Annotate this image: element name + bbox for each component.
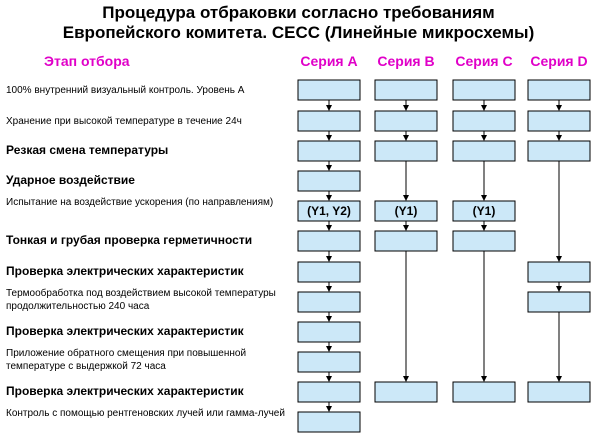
step-box-rect [452, 381, 516, 403]
step-box-a [297, 230, 361, 252]
title-line-1: Процедура отбраковки согласно требования… [102, 3, 495, 22]
step-label: Приложение обратного смещения при повыше… [6, 348, 247, 372]
step-box-b [374, 110, 438, 132]
step-label: Ударное воздействие [6, 173, 135, 187]
step-box-c [452, 79, 516, 101]
step-box-a: (Y1, Y2) [297, 200, 361, 222]
step-box-rect [452, 230, 516, 252]
step-box-label: (Y1, Y2) [307, 204, 351, 218]
step-box-rect [297, 351, 361, 373]
step-box-rect [452, 110, 516, 132]
step-box-a [297, 110, 361, 132]
step-box-d [527, 110, 591, 132]
step-label: Проверка электрических характеристик [6, 324, 244, 338]
step-box-a [297, 411, 361, 433]
step-box-b [374, 230, 438, 252]
step-box-label: (Y1) [473, 204, 496, 218]
step-box-a [297, 351, 361, 373]
series-header-c: Серия C [455, 53, 513, 69]
step-box-rect [527, 261, 591, 283]
step-box-rect [297, 200, 361, 222]
step-box-rect [297, 381, 361, 403]
step-box-label: (Y1) [395, 204, 418, 218]
step-box-c [452, 230, 516, 252]
step-box-a [297, 79, 361, 101]
diagram-title: Процедура отбраковки согласно требования… [0, 3, 597, 43]
step-box-rect [452, 140, 516, 162]
step-box-rect [374, 140, 438, 162]
step-box-b [374, 140, 438, 162]
step-box-d [527, 381, 591, 403]
step-box-rect [297, 261, 361, 283]
step-label: Тонкая и грубая проверка герметичности [6, 233, 253, 247]
step-label: Термообработка под воздействием высокой … [6, 288, 276, 312]
step-label: Проверка электрических характеристик [6, 264, 244, 278]
step-box-rect [527, 79, 591, 101]
step-box-rect [297, 411, 361, 433]
step-box-rect [527, 291, 591, 313]
step-box-rect [374, 79, 438, 101]
step-box-a [297, 170, 361, 192]
step-box-rect [527, 381, 591, 403]
step-box-rect [297, 110, 361, 132]
step-box-a [297, 381, 361, 403]
step-box-c: (Y1) [452, 200, 516, 222]
series-header-a: Серия A [300, 53, 358, 69]
step-box-rect [374, 230, 438, 252]
step-box-b [374, 381, 438, 403]
stage-column-header: Этап отбора [44, 53, 130, 69]
step-box-rect [297, 79, 361, 101]
step-box-d [527, 140, 591, 162]
step-box-rect [374, 381, 438, 403]
step-label: Контроль с помощью рентгеновских лучей и… [6, 408, 285, 419]
step-label: Проверка электрических характеристик [6, 384, 244, 398]
step-box-rect [374, 110, 438, 132]
step-label: 100% внутренний визуальный контроль. Уро… [6, 85, 245, 96]
step-box-d [527, 261, 591, 283]
step-box-rect [527, 140, 591, 162]
step-box-b: (Y1) [374, 200, 438, 222]
step-box-rect [297, 140, 361, 162]
step-label: Резкая смена температуры [6, 143, 169, 157]
step-label: Хранение при высокой температуре в течен… [6, 116, 242, 127]
step-box-b [374, 79, 438, 101]
step-box-rect [374, 200, 438, 222]
step-box-rect [297, 230, 361, 252]
step-box-c [452, 110, 516, 132]
step-box-rect [297, 321, 361, 343]
step-box-a [297, 140, 361, 162]
step-box-c [452, 140, 516, 162]
step-box-d [527, 291, 591, 313]
step-box-rect [527, 110, 591, 132]
step-label: Испытание на воздействие ускорения (по н… [6, 197, 274, 208]
series-header-d: Серия D [530, 53, 588, 69]
step-box-a [297, 261, 361, 283]
step-box-c [452, 381, 516, 403]
series-header-b: Серия B [377, 53, 435, 69]
step-box-rect [297, 291, 361, 313]
step-box-d [527, 79, 591, 101]
title-line-2: Европейского комитета. CECC (Линейные ми… [62, 23, 535, 42]
step-box-a [297, 291, 361, 313]
step-box-rect [297, 170, 361, 192]
step-box-rect [452, 79, 516, 101]
step-box-rect [452, 200, 516, 222]
step-box-a [297, 321, 361, 343]
